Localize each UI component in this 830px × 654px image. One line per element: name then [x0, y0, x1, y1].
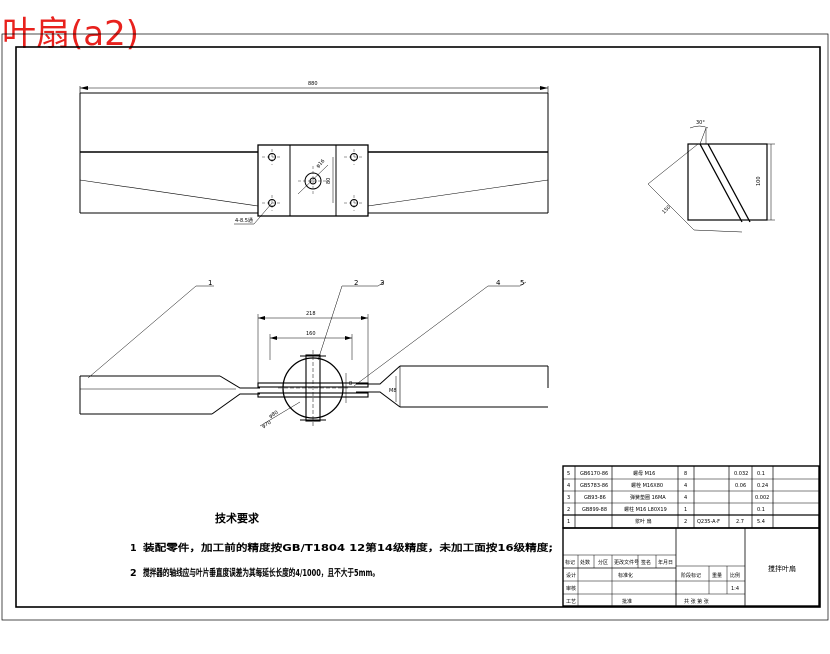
tb-weight: 重量	[712, 572, 722, 579]
bom-name: 螺栓 M16X80	[631, 482, 663, 489]
tb-count: 处数	[580, 559, 590, 566]
bom-header	[562, 514, 820, 529]
dim-218: 218	[306, 311, 316, 317]
tb-sheets: 共 张 第 张	[684, 598, 709, 605]
bom-total-wt: 0.1	[757, 507, 765, 513]
dim-160: 160	[306, 331, 316, 337]
dim-phi80: φ80	[268, 410, 279, 420]
bom-seq: 4	[567, 483, 570, 489]
dim-small-hole: 4-8.5通	[235, 217, 253, 224]
dim-phi70: φ70	[261, 420, 272, 430]
bom-seq: 1	[567, 519, 570, 525]
tb-std: 标准化	[618, 572, 633, 579]
bom-name: 浆叶 扇	[635, 518, 652, 525]
title-block	[562, 527, 820, 607]
bom-row-1: 1 浆叶 扇 2 Q235-A·F 2.7 5.4	[567, 518, 765, 525]
bom-row-4: 4 GB5783-86 螺栓 M16X80 4 0.06 0.24	[567, 482, 768, 489]
bom-material: Q235-A·F	[697, 519, 720, 525]
tb-mark: 标记	[565, 559, 575, 566]
bom-name: 螺母 M16	[633, 470, 655, 477]
tech-req-text-2: 搅拌器的轴线应与叶片垂直度误差为其每延长长度的4/1000，且不大于5mm。	[143, 567, 379, 579]
bom-qty: 4	[684, 495, 687, 501]
dim-150: 150	[661, 204, 672, 215]
bom-name: 弹簧垫圈 16MA	[630, 494, 666, 501]
bom-qty: 8	[684, 471, 687, 477]
dim-overall-length: 880	[308, 81, 318, 87]
dim-m8: M8	[389, 388, 397, 394]
bom-row-3: 3 GB93-86 弹簧垫圈 16MA 4 0.002	[567, 494, 769, 501]
bom-code: GB5783-86	[580, 483, 608, 489]
bom-seq: 2	[567, 507, 570, 513]
bom-row-2: 2 GB899-88 螺柱 M16 L80X19 1 0.1	[567, 506, 765, 513]
tech-req-num-2: 2	[130, 568, 137, 579]
dim-80: 80	[326, 178, 332, 184]
leader-5: 5	[520, 279, 524, 287]
inner-frame	[15, 46, 821, 608]
tb-process: 工艺	[566, 599, 576, 605]
bom-seq: 5	[567, 471, 570, 477]
bom-qty: 4	[684, 483, 687, 489]
tb-review: 审核	[566, 585, 576, 592]
dim-phi16: φ16	[315, 158, 326, 169]
dim-30deg: 30°	[696, 120, 705, 126]
tech-req-num-1: 1	[130, 543, 137, 554]
tb-part-name: 搅拌叶扇	[768, 564, 796, 573]
dim-100: 100	[756, 176, 762, 186]
bom-qty: 2	[684, 519, 687, 525]
tb-approve: 批准	[622, 598, 632, 605]
leader-2: 2	[354, 279, 358, 287]
tb-sign: 签名	[641, 559, 651, 566]
leader-3: 3	[380, 279, 384, 287]
bom-qty: 1	[684, 507, 687, 513]
top-view	[79, 86, 549, 225]
tb-scale: 1:4	[731, 586, 739, 592]
dim-8: 8	[349, 381, 352, 387]
bom-total-wt: 0.24	[757, 483, 768, 489]
bom-unit-wt: 2.7	[736, 519, 744, 525]
bom-unit-wt: 0.032	[734, 471, 748, 477]
bom-total-wt: 5.4	[757, 519, 765, 525]
bom-name: 螺柱 M16 L80X19	[624, 506, 667, 513]
tech-req-text-1: 装配零件，加工前的精度按GB/T1804 12第14级精度，未加工面按16级精度…	[142, 542, 553, 554]
outer-frame	[1, 33, 829, 621]
bom-total-wt: 0.1	[757, 471, 765, 477]
leader-4: 4	[496, 279, 501, 287]
front-view	[79, 281, 549, 427]
bom-row-5: 5 GB6170-86 螺母 M16 8 0.032 0.1	[567, 470, 765, 477]
bom-code: GB899-88	[582, 507, 607, 513]
leader-1: 1	[208, 279, 212, 287]
tech-req-heading: 技术要求	[215, 511, 260, 525]
tb-zone: 分区	[598, 559, 608, 566]
bom-seq: 3	[567, 495, 570, 501]
bom-code: GB6170-86	[580, 471, 608, 477]
tb-ratio: 比例	[730, 572, 740, 579]
bom-code: GB93-86	[584, 495, 606, 501]
bom-unit-wt: 0.06	[735, 483, 746, 489]
tb-change-doc: 更改文件号	[614, 559, 639, 566]
side-view	[647, 125, 775, 233]
bom-total-wt: 0.002	[755, 495, 769, 501]
tb-design: 设计	[566, 572, 576, 579]
tb-date: 年月日	[658, 559, 673, 566]
tb-stage-mark: 阶段标记	[681, 572, 701, 579]
